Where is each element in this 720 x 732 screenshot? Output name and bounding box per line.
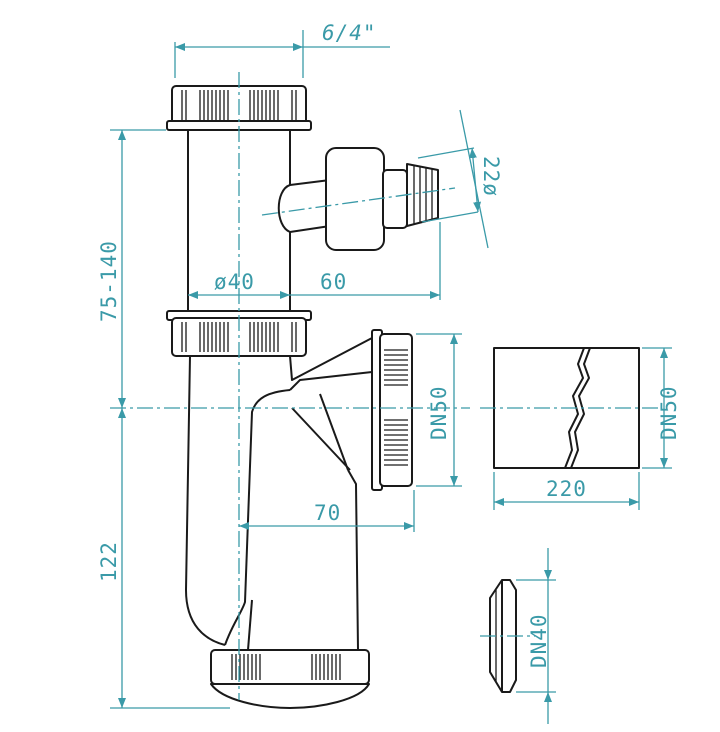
pipe-length-label: 220 [546, 477, 587, 501]
siphon-body [185, 337, 373, 651]
siphon-outline [166, 85, 640, 709]
hose-connector [277, 147, 439, 251]
hose-diameter-label: 22ø [479, 156, 503, 197]
bottom-cap [210, 649, 370, 709]
seal-dn-label: DN40 [527, 613, 551, 668]
outlet-nut [371, 329, 413, 491]
hose-offset-label: 60 [320, 270, 347, 294]
pipe-diameter-label: ø40 [214, 270, 255, 294]
dimension-lines [110, 30, 672, 724]
outlet-dn-label: DN50 [427, 385, 451, 440]
height-range-label: 75-140 [97, 240, 121, 322]
thread-size-label: 6/4" [322, 21, 377, 45]
outlet-offset-label: 70 [314, 501, 341, 525]
pipe-dn-label: DN50 [657, 385, 681, 440]
lower-height-label: 122 [97, 541, 121, 582]
